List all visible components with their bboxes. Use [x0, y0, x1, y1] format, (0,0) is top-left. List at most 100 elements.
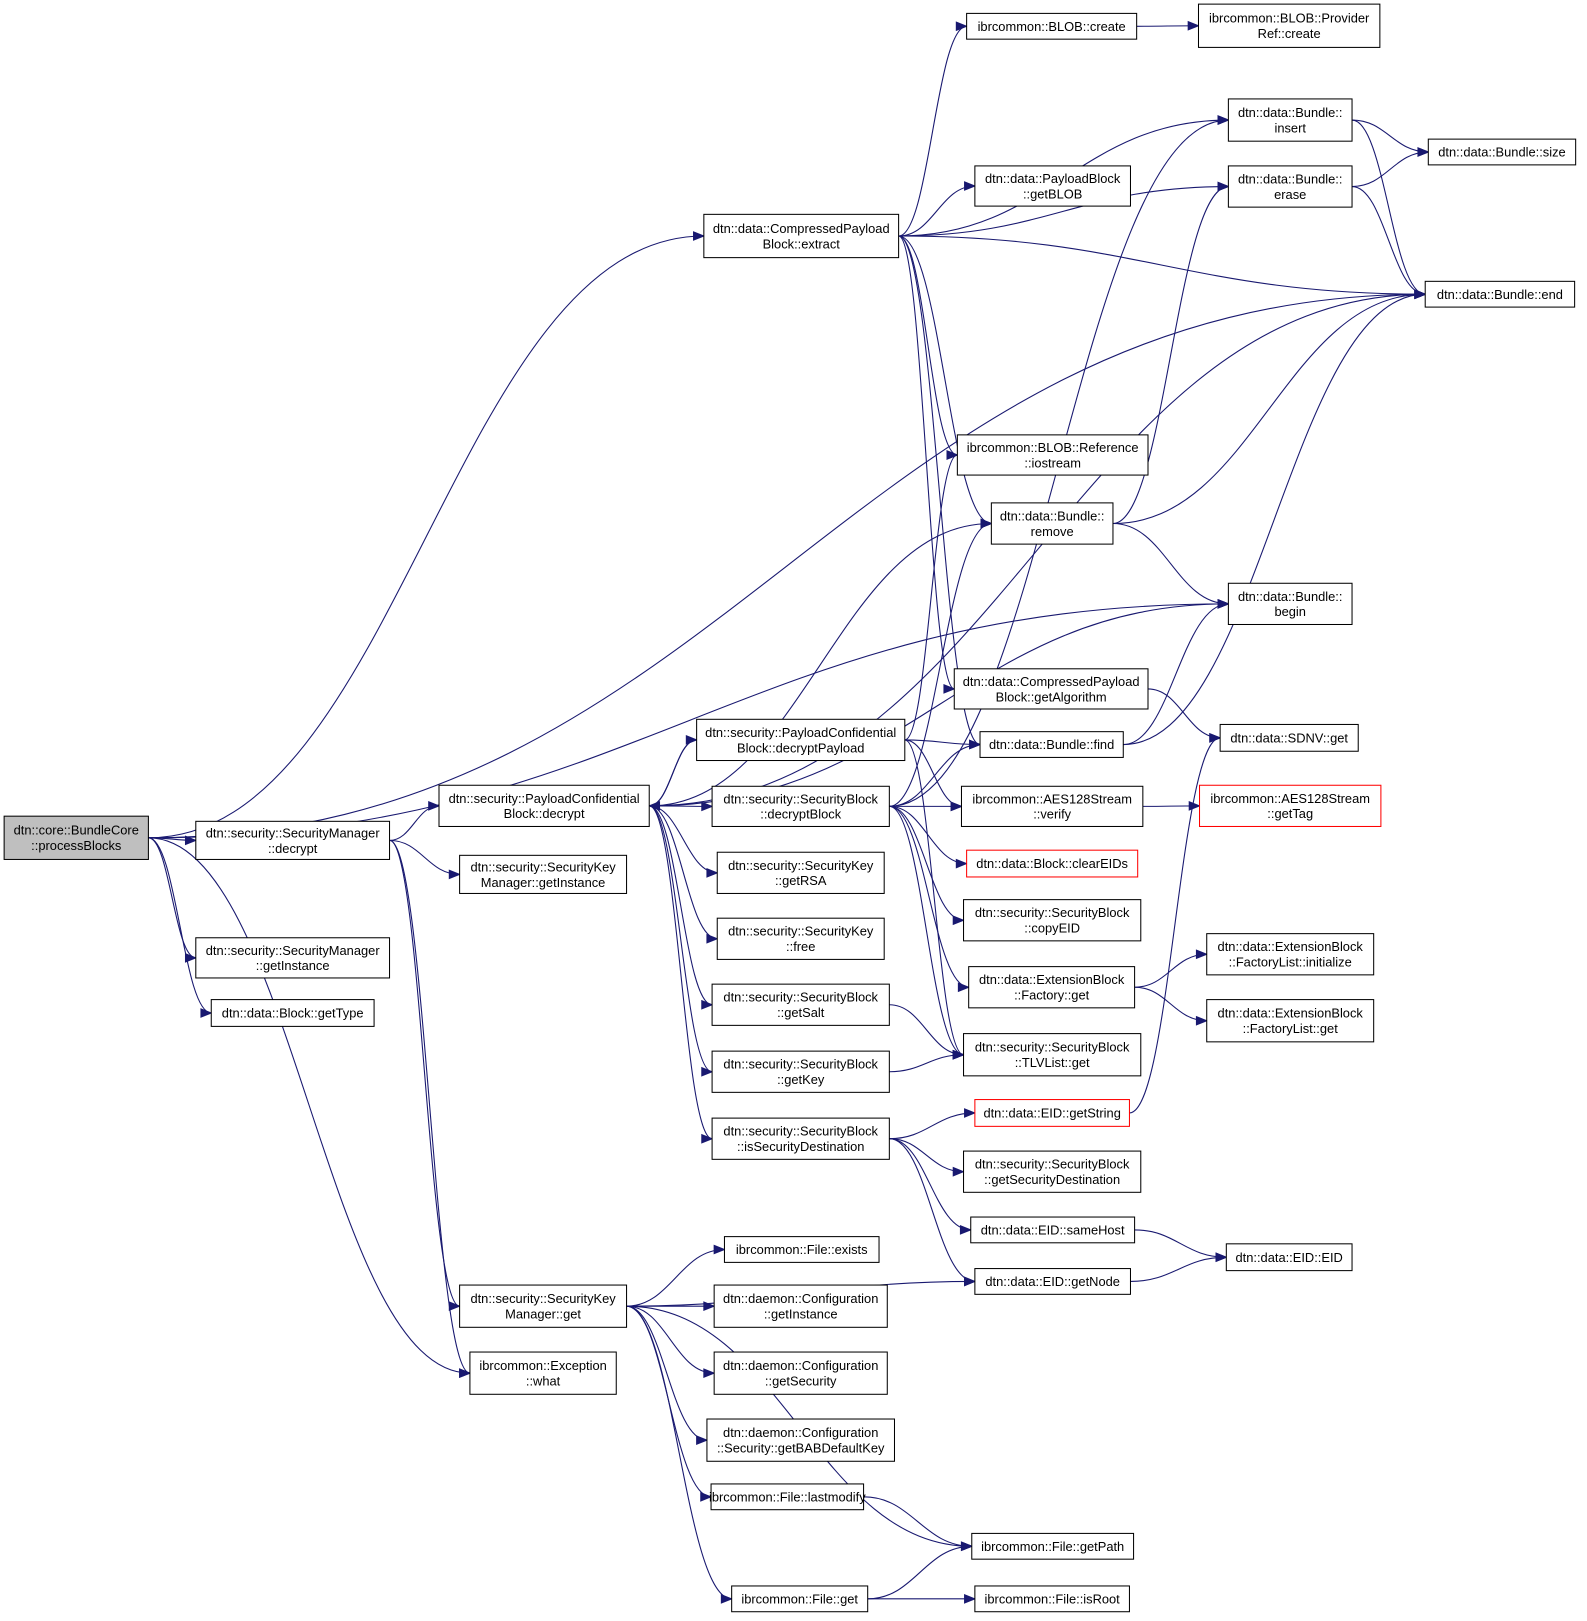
node-bundle-insert[interactable]: dtn::data::Bundle::insert — [1227, 98, 1353, 142]
arrowhead-icon — [1417, 147, 1430, 157]
node-box — [974, 165, 1131, 207]
edge-sm-decrypt-to-exception-what — [389, 839, 471, 1374]
edge-skm-get-to-cfg-babkey — [626, 1305, 707, 1441]
node-file-get[interactable]: ibrcommon::File::get — [731, 1585, 869, 1613]
arrowhead-icon — [701, 801, 714, 812]
node-label: ::Security::getBABDefaultKey — [717, 1441, 885, 1456]
node-tlv-list-get[interactable]: dtn::security::SecurityBlock::TLVList::g… — [963, 1033, 1142, 1077]
node-bundle-end[interactable]: dtn::data::Bundle::end — [1424, 280, 1576, 308]
node-sb-get-salt[interactable]: dtn::security::SecurityBlock::getSalt — [711, 983, 890, 1026]
node-sb-get-sec-dest[interactable]: dtn::security::SecurityBlock::getSecurit… — [963, 1150, 1142, 1193]
arrowhead-icon — [964, 181, 977, 191]
edge-cpb-extract-to-bundle-erase — [898, 185, 1229, 237]
node-box — [210, 999, 375, 1027]
node-blob-ref-iostream[interactable]: ibrcommon::BLOB::Reference::iostream — [956, 434, 1149, 476]
edge-cpb-extract-to-blob-create — [898, 25, 967, 237]
node-cpb-get-algorithm[interactable]: dtn::data::CompressedPayloadBlock::getAl… — [953, 668, 1149, 710]
node-eid-get-string[interactable]: dtn::data::EID::getString — [974, 1099, 1130, 1127]
arrowhead-icon — [952, 915, 965, 926]
edge-ext-factory-get-to-factory-list-get — [1134, 986, 1207, 1022]
edge-bundle-find-to-bundle-end — [1123, 293, 1426, 746]
node-factory-list-init[interactable]: dtn::data::ExtensionBlock::FactoryList::… — [1206, 933, 1375, 976]
node-label: ::getInstance — [256, 958, 330, 973]
node-label: ::getKey — [777, 1072, 825, 1087]
node-label: dtn::security::SecurityBlock — [975, 905, 1130, 920]
node-exception-what[interactable]: ibrcommon::Exception::what — [469, 1351, 617, 1395]
node-process-blocks[interactable]: dtn::core::BundleCore::processBlocks — [3, 815, 149, 860]
edge-sb-get-key-to-tlv-list-get — [889, 1054, 964, 1073]
node-file-lastmodify[interactable]: ibrcommon::File::lastmodify — [709, 1483, 866, 1511]
node-blob-create[interactable]: ibrcommon::BLOB::create — [966, 12, 1138, 40]
node-skm-get-instance[interactable]: dtn::security::SecurityKeyManager::getIn… — [459, 854, 628, 894]
node-label: dtn::security::SecurityKey — [728, 858, 874, 873]
node-box — [1427, 138, 1577, 166]
node-sb-decrypt-block[interactable]: dtn::security::SecurityBlock::decryptBlo… — [711, 785, 890, 827]
node-label: ibrcommon::Exception — [479, 1358, 606, 1373]
node-cfg-babkey[interactable]: dtn::daemon::Configuration::Security::ge… — [706, 1418, 896, 1462]
arrowhead-icon — [959, 1225, 973, 1235]
node-sk-free[interactable]: dtn::security::SecurityKey::free — [716, 917, 885, 960]
node-box — [1206, 933, 1375, 976]
arrowhead-icon — [1188, 800, 1201, 811]
node-box — [966, 12, 1138, 40]
node-sm-decrypt[interactable]: dtn::security::SecurityManager::decrypt — [195, 820, 391, 860]
edge-cpb-extract-to-pb-get-blob — [898, 185, 975, 237]
node-sb-get-key[interactable]: dtn::security::SecurityBlock::getKey — [711, 1050, 890, 1093]
node-label: dtn::data::EID::sameHost — [981, 1223, 1125, 1238]
node-pcb-decrypt-payload[interactable]: dtn::security::PayloadConfidentialBlock:… — [696, 718, 906, 762]
node-cfg-get-instance[interactable]: dtn::daemon::Configuration::getInstance — [713, 1284, 888, 1328]
node-factory-list-get[interactable]: dtn::data::ExtensionBlock::FactoryList::… — [1206, 999, 1375, 1043]
arrowhead-icon — [969, 739, 982, 750]
node-sk-get-rsa[interactable]: dtn::security::SecurityKey::getRSA — [716, 851, 885, 894]
node-sb-copy-eid[interactable]: dtn::security::SecurityBlock::copyEID — [963, 899, 1142, 942]
arrowhead-icon — [1217, 598, 1230, 609]
node-label: dtn::data::EID::getNode — [985, 1274, 1120, 1289]
node-box — [1424, 280, 1576, 308]
node-label: remove — [1031, 524, 1074, 539]
node-sb-is-sec-dest[interactable]: dtn::security::SecurityBlock::isSecurity… — [711, 1117, 890, 1160]
node-label: dtn::data::EID::EID — [1235, 1250, 1342, 1265]
node-bundle-erase[interactable]: dtn::data::Bundle::erase — [1227, 165, 1353, 208]
arrowhead-icon — [980, 518, 993, 529]
edge-pcb-decrypt-to-sb-is-sec-dest — [649, 805, 713, 1140]
node-cpb-extract[interactable]: dtn::data::CompressedPayloadBlock::extra… — [703, 213, 900, 259]
node-aes-get-tag[interactable]: ibrcommon::AES128Stream::getTag — [1199, 784, 1382, 827]
edge-cpb-extract-to-bundle-find — [898, 235, 981, 746]
node-file-is-root[interactable]: ibrcommon::File::isRoot — [974, 1585, 1130, 1613]
node-label: ibrcommon::AES128Stream — [1210, 791, 1370, 806]
node-block-get-type[interactable]: dtn::data::Block::getType — [210, 999, 375, 1027]
node-label: Ref::create — [1258, 26, 1321, 41]
node-aes-verify[interactable]: ibrcommon::AES128Stream::verify — [960, 785, 1144, 827]
node-eid-eid[interactable]: dtn::data::EID::EID — [1225, 1243, 1353, 1272]
node-block-clear-eids[interactable]: dtn::data::Block::clearEIDs — [966, 849, 1139, 878]
node-label: dtn::data::CompressedPayload — [963, 674, 1140, 689]
node-eid-get-node[interactable]: dtn::data::EID::getNode — [974, 1268, 1131, 1295]
node-file-get-path[interactable]: ibrcommon::File::getPath — [971, 1532, 1135, 1560]
edge-pcb-decrypt-payload-to-pcb-decrypt — [649, 739, 697, 807]
node-label: dtn::data::Bundle::end — [1437, 287, 1563, 302]
node-label: Manager::get — [505, 1307, 581, 1322]
node-bundle-find[interactable]: dtn::data::Bundle::find — [979, 731, 1124, 758]
edge-cpb-extract-to-cpb-get-algorithm — [898, 235, 955, 690]
node-bundle-remove[interactable]: dtn::data::Bundle::remove — [990, 502, 1114, 545]
node-bundle-size[interactable]: dtn::data::Bundle::size — [1427, 138, 1577, 166]
node-sdnv-get[interactable]: dtn::data::SDNV::get — [1219, 723, 1359, 752]
node-eid-same-host[interactable]: dtn::data::EID::sameHost — [970, 1216, 1136, 1244]
node-file-exists[interactable]: ibrcommon::File::exists — [723, 1236, 880, 1263]
node-box — [1206, 999, 1375, 1043]
node-bundle-begin[interactable]: dtn::data::Bundle::begin — [1227, 582, 1353, 626]
node-label: dtn::data::Bundle:: — [1000, 508, 1105, 523]
node-label: dtn::security::SecurityKey — [470, 859, 616, 874]
node-label: erase — [1274, 187, 1306, 202]
edge-bundle-remove-to-bundle-begin — [1112, 522, 1229, 605]
node-label: ::free — [786, 939, 815, 954]
node-ext-factory-get[interactable]: dtn::data::ExtensionBlock::Factory::get — [968, 966, 1136, 1009]
node-pb-get-blob[interactable]: dtn::data::PayloadBlock::getBLOB — [974, 165, 1131, 207]
node-label: dtn::data::Bundle::size — [1438, 145, 1565, 160]
node-pcb-decrypt[interactable]: dtn::security::PayloadConfidentialBlock:… — [438, 784, 650, 827]
node-sm-get-instance[interactable]: dtn::security::SecurityManager::getInsta… — [195, 937, 391, 979]
edges-layer — [148, 20, 1430, 1604]
node-cfg-get-security[interactable]: dtn::daemon::Configuration::getSecurity — [713, 1351, 888, 1395]
